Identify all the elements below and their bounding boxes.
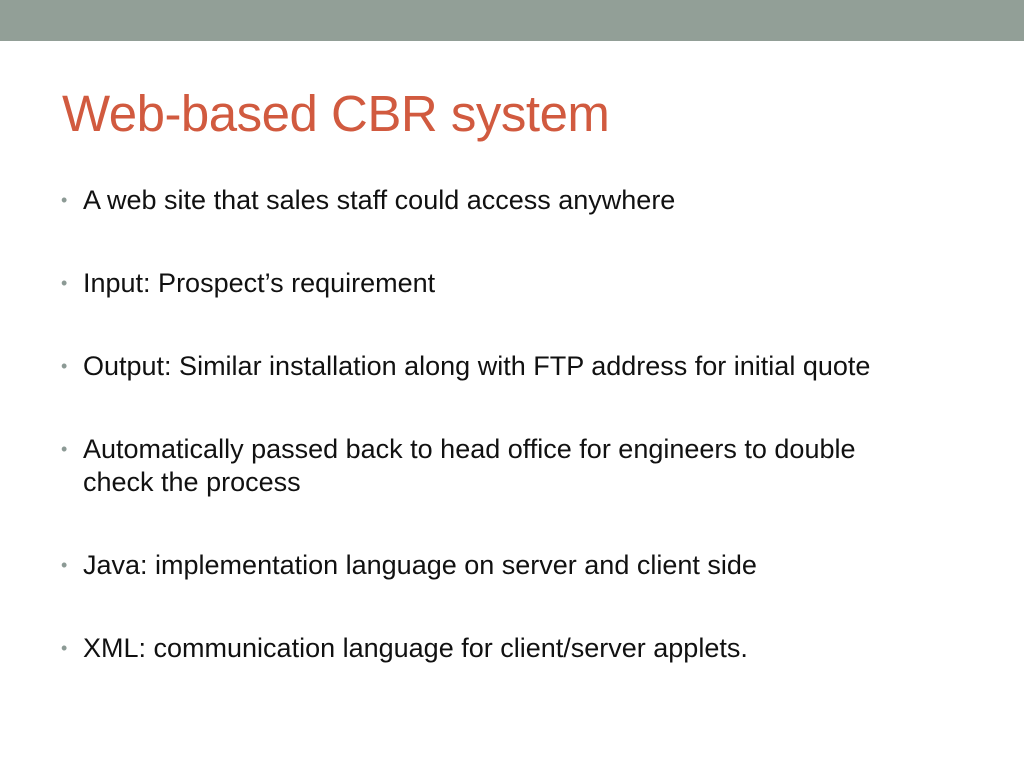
bullet-spacer <box>61 582 961 632</box>
bullet-item: • Java: implementation language on serve… <box>61 549 961 582</box>
bullet-text: Output: Similar installation along with … <box>83 351 871 381</box>
slide-top-bar <box>0 0 1024 41</box>
bullet-spacer <box>61 300 961 350</box>
bullet-marker: • <box>61 190 68 210</box>
bullet-item: • XML: communication language for client… <box>61 632 961 665</box>
bullet-spacer <box>61 217 961 267</box>
bullet-text: Input: Prospect’s requirement <box>83 268 436 298</box>
bullet-item: • Automatically passed back to head offi… <box>61 433 961 499</box>
bullet-text: Automatically passed back to head office… <box>83 434 856 497</box>
bullet-spacer <box>61 383 961 433</box>
bullet-marker: • <box>61 356 68 376</box>
bullet-marker: • <box>61 555 68 575</box>
bullet-marker: • <box>61 273 68 293</box>
bullet-text: XML: communication language for client/s… <box>83 633 748 663</box>
bullet-text: Java: implementation language on server … <box>83 550 757 580</box>
bullet-item: • Input: Prospect’s requirement <box>61 267 961 300</box>
bullet-item: • Output: Similar installation along wit… <box>61 350 961 383</box>
slide-title: Web-based CBR system <box>62 85 610 142</box>
bullet-list: • A web site that sales staff could acce… <box>61 184 961 665</box>
bullet-item: • A web site that sales staff could acce… <box>61 184 961 217</box>
bullet-text: A web site that sales staff could access… <box>83 185 676 215</box>
bullet-spacer <box>61 499 961 549</box>
bullet-marker: • <box>61 439 68 459</box>
bullet-marker: • <box>61 638 68 658</box>
